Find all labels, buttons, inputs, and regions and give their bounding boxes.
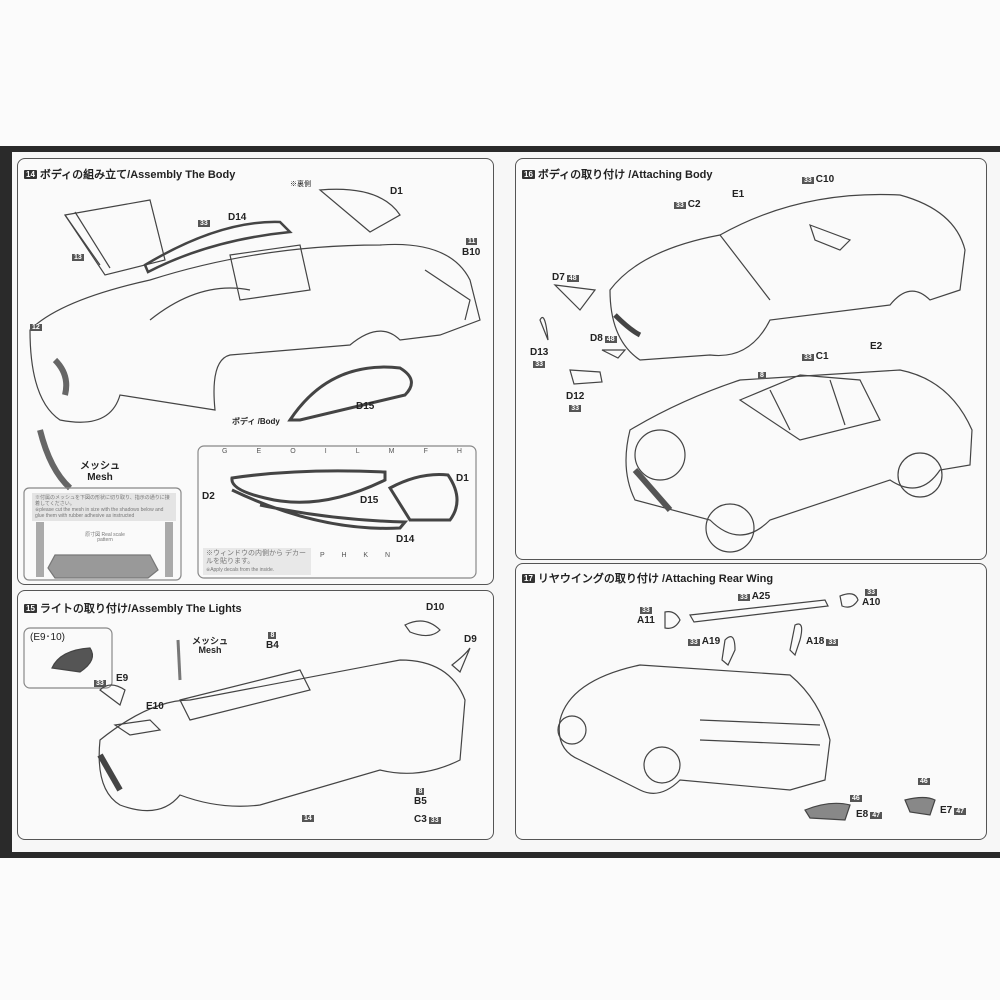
label-back-side: ※裏側 xyxy=(290,181,311,188)
label-b10: B10 xyxy=(462,247,481,258)
part-box-14: 14 xyxy=(302,815,314,823)
label-e9: E9 xyxy=(116,673,129,684)
part-box-12: 12 xyxy=(30,324,42,332)
label-e10: E10 xyxy=(146,701,164,712)
part-box-33: 33 xyxy=(198,220,210,228)
label-d15: D15 xyxy=(356,401,375,412)
step-15-panel xyxy=(17,590,494,840)
label-d1: D1 xyxy=(390,186,403,197)
window-label-d15: D15 xyxy=(360,495,379,506)
inset-part-box: 33 xyxy=(94,680,106,688)
part-box-e8-46: 46 xyxy=(850,795,862,803)
label-d10: D10 xyxy=(426,602,445,613)
window-label-d1: D1 xyxy=(456,473,469,484)
part-box-13: 13 xyxy=(72,254,84,262)
part-box-e7-46: 46 xyxy=(918,778,930,786)
part-box-11: 11 xyxy=(466,238,478,246)
label-e1: E1 xyxy=(732,189,745,200)
part-box-chassis: 8 xyxy=(758,372,766,380)
label-e2: E2 xyxy=(870,341,883,352)
step-17-panel xyxy=(515,563,987,840)
window-label-d14: D14 xyxy=(396,534,415,545)
mesh-note: ※付属のメッシュを下図の形状に切り取り、指示の通りに接着してください。※plea… xyxy=(32,493,176,521)
window-note: ※ウィンドウの内側から デカールを貼ります。※Apply decals from… xyxy=(203,548,311,575)
window-label-d2: D2 xyxy=(202,491,215,502)
mesh-scale-label: 原寸図 Real scale pattern xyxy=(85,532,125,544)
label-d14: D14 xyxy=(228,212,247,223)
label-body: ボディ /Body xyxy=(232,417,280,426)
label-d9: D9 xyxy=(464,634,477,645)
inset-label-e9-10: (E9･10) xyxy=(30,632,66,643)
